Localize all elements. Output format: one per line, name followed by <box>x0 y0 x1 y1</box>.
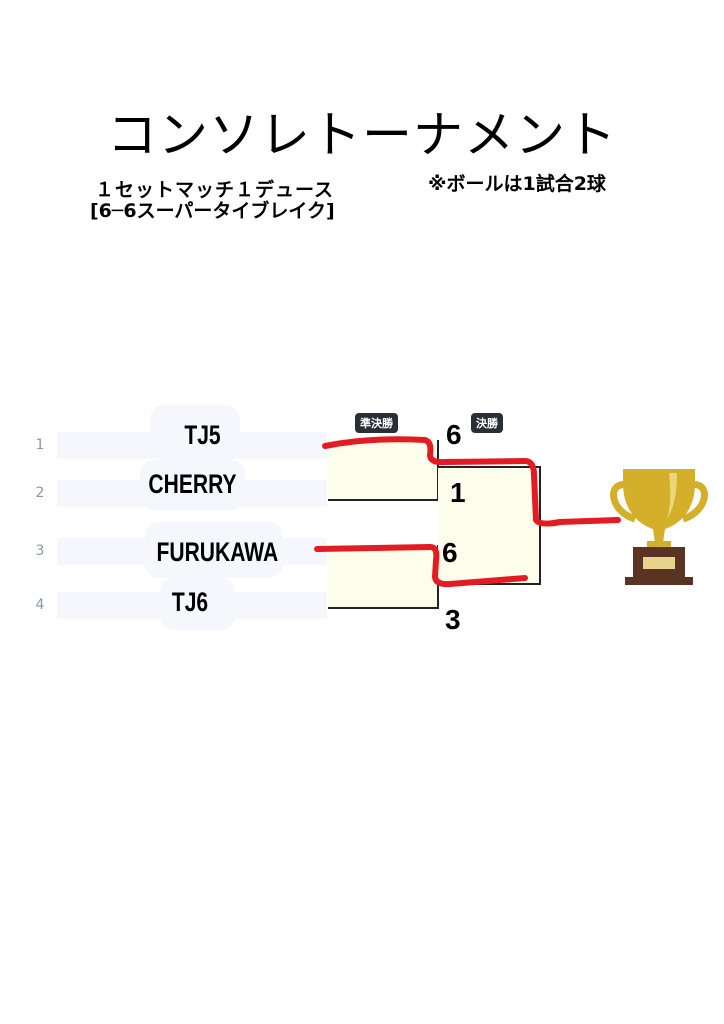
seed-number: 2 <box>35 485 45 501</box>
trophy-icon <box>610 469 708 585</box>
semifinal-2-box <box>328 545 439 609</box>
name-pill <box>160 578 235 630</box>
score: 1 <box>450 477 466 508</box>
player-name: CHERRY <box>148 469 237 499</box>
score: 3 <box>445 604 461 635</box>
score: 6 <box>446 419 462 450</box>
seed-number: 1 <box>35 437 45 453</box>
semifinal-label: 準決勝 <box>355 413 398 433</box>
seed-number: 3 <box>35 543 45 559</box>
score: 6 <box>442 537 458 568</box>
player-name: TJ5 <box>184 420 221 450</box>
player-name: TJ6 <box>171 587 209 617</box>
semifinal-1-box <box>328 440 439 501</box>
match-rules-line1: １セットマッチ１デュース <box>95 179 335 201</box>
player-name: FURUKAWA <box>156 537 279 567</box>
final-box <box>438 466 541 585</box>
seed-number: 4 <box>35 597 45 613</box>
ball-note: ※ボールは1試合2球 <box>428 173 606 195</box>
final-label: 決勝 <box>471 413 503 433</box>
name-pill <box>150 405 240 460</box>
match-rules-line2: [6─6スーパータイブレイク] <box>90 200 335 222</box>
page-title: コンソレトーナメント <box>107 106 617 164</box>
name-pill <box>140 460 245 510</box>
name-pill <box>145 522 283 578</box>
